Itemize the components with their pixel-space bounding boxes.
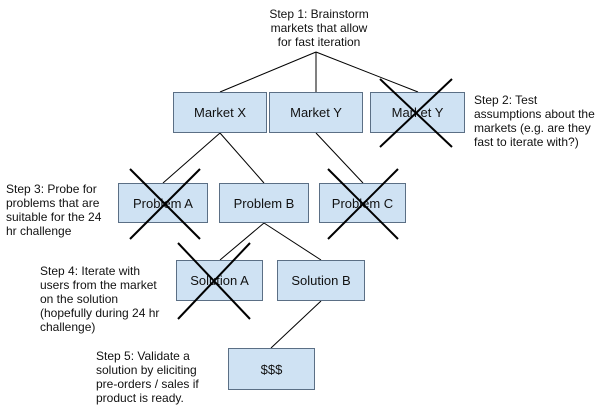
problem-b-box[interactable]: Problem B <box>219 183 309 223</box>
revenue-box[interactable]: $$$ <box>228 348 315 390</box>
edge-problem-b-solution-b <box>263 222 322 261</box>
step-3-note: Step 3: Probe for problems that are suit… <box>6 182 102 238</box>
problem-c-box[interactable]: Problem C <box>319 183 406 223</box>
step-2-note: Step 2: Test assumptions about the marke… <box>474 93 595 149</box>
edge-market-x-problem-b <box>219 132 265 184</box>
market-x-box[interactable]: Market X <box>173 92 267 133</box>
edge-market-x-problem-a <box>162 132 221 184</box>
edge-root-market-z <box>315 51 419 93</box>
solution-b-box[interactable]: Solution B <box>277 260 365 301</box>
edge-problem-b-solution-a <box>219 222 265 261</box>
edge-solution-b-revenue <box>270 300 322 349</box>
problem-a-box[interactable]: Problem A <box>118 183 208 223</box>
edge-root-market-x <box>219 51 317 93</box>
solution-a-box[interactable]: Solution A <box>176 260 263 301</box>
edge-market-y-problem-c <box>315 132 364 184</box>
step-4-note: Step 4: Iterate with users from the mark… <box>40 264 160 334</box>
step-5-note: Step 5: Validate a solution by eliciting… <box>96 349 199 405</box>
market-y-box[interactable]: Market Y <box>269 92 363 133</box>
market-y-crossed-box[interactable]: Market Y <box>370 92 465 133</box>
step-1-note: Step 1: Brainstorm markets that allow fo… <box>269 7 369 49</box>
